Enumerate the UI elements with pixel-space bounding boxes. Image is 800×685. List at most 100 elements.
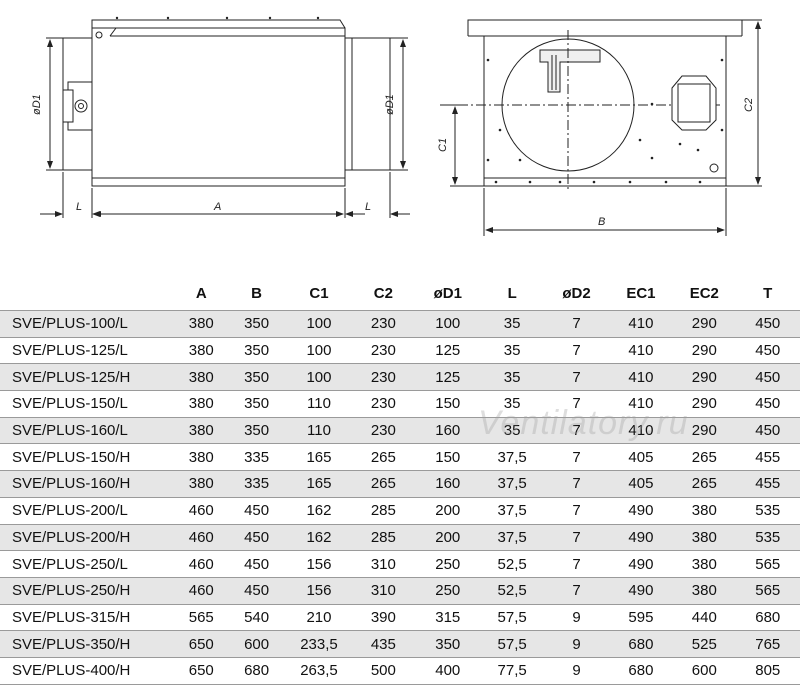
value-cell: 210 (287, 604, 351, 631)
header-d1: øD1 (416, 276, 480, 311)
value-cell: 460 (176, 551, 226, 578)
value-cell: 595 (609, 604, 673, 631)
value-cell: 150 (416, 391, 480, 418)
value-cell: 380 (176, 311, 226, 338)
value-cell: 460 (176, 577, 226, 604)
value-cell: 125 (416, 364, 480, 391)
value-cell: 37,5 (480, 444, 544, 471)
model-cell: SVE/PLUS-125/L (0, 337, 176, 364)
value-cell: 285 (351, 524, 415, 551)
value-cell: 265 (351, 471, 415, 498)
value-cell: 350 (226, 311, 286, 338)
value-cell: 100 (287, 364, 351, 391)
side-view-body (92, 28, 345, 186)
header-ec1: EC1 (609, 276, 673, 311)
value-cell: 35 (480, 364, 544, 391)
dim-d1-left-label: øD1 (31, 94, 43, 115)
value-cell: 350 (226, 364, 286, 391)
value-cell: 7 (544, 311, 608, 338)
value-cell: 265 (351, 444, 415, 471)
value-cell: 265 (673, 471, 735, 498)
value-cell: 160 (416, 417, 480, 444)
value-cell: 350 (226, 391, 286, 418)
value-cell: 535 (736, 524, 800, 551)
value-cell: 380 (176, 417, 226, 444)
value-cell: 7 (544, 417, 608, 444)
value-cell: 460 (176, 497, 226, 524)
side-view-drawing (40, 17, 410, 218)
value-cell: 405 (609, 471, 673, 498)
value-cell: 52,5 (480, 577, 544, 604)
value-cell: 230 (351, 337, 415, 364)
dim-c2-label: C2 (743, 98, 755, 112)
value-cell: 37,5 (480, 471, 544, 498)
value-cell: 380 (176, 471, 226, 498)
value-cell: 540 (226, 604, 286, 631)
value-cell: 500 (351, 657, 415, 684)
technical-drawings: øD1 øD1 L A L (0, 0, 800, 260)
dim-c1-label: C1 (437, 138, 449, 152)
value-cell: 156 (287, 577, 351, 604)
value-cell: 765 (736, 631, 800, 658)
value-cell: 450 (736, 337, 800, 364)
header-a: A (176, 276, 226, 311)
value-cell: 150 (416, 444, 480, 471)
value-cell: 290 (673, 311, 735, 338)
value-cell: 600 (673, 657, 735, 684)
value-cell: 290 (673, 337, 735, 364)
value-cell: 233,5 (287, 631, 351, 658)
value-cell: 450 (736, 364, 800, 391)
value-cell: 460 (176, 524, 226, 551)
value-cell: 35 (480, 311, 544, 338)
value-cell: 7 (544, 444, 608, 471)
value-cell: 9 (544, 604, 608, 631)
value-cell: 405 (609, 444, 673, 471)
model-cell: SVE/PLUS-250/L (0, 551, 176, 578)
value-cell: 410 (609, 337, 673, 364)
value-cell: 380 (673, 497, 735, 524)
value-cell: 390 (351, 604, 415, 631)
header-t: T (736, 276, 800, 311)
header-b: B (226, 276, 286, 311)
value-cell: 565 (736, 551, 800, 578)
value-cell: 350 (226, 417, 286, 444)
value-cell: 440 (673, 604, 735, 631)
value-cell: 162 (287, 524, 351, 551)
value-cell: 380 (176, 391, 226, 418)
value-cell: 35 (480, 337, 544, 364)
dim-l-right-label: L (365, 201, 371, 213)
value-cell: 7 (544, 577, 608, 604)
value-cell: 450 (226, 497, 286, 524)
value-cell: 230 (351, 417, 415, 444)
value-cell: 7 (544, 551, 608, 578)
value-cell: 9 (544, 631, 608, 658)
value-cell: 9 (544, 657, 608, 684)
value-cell: 7 (544, 497, 608, 524)
value-cell: 450 (226, 577, 286, 604)
value-cell: 410 (609, 364, 673, 391)
value-cell: 805 (736, 657, 800, 684)
value-cell: 230 (351, 391, 415, 418)
value-cell: 450 (226, 524, 286, 551)
value-cell: 250 (416, 577, 480, 604)
value-cell: 350 (416, 631, 480, 658)
value-cell: 600 (226, 631, 286, 658)
model-cell: SVE/PLUS-315/H (0, 604, 176, 631)
value-cell: 263,5 (287, 657, 351, 684)
value-cell: 490 (609, 551, 673, 578)
value-cell: 230 (351, 311, 415, 338)
value-cell: 110 (287, 391, 351, 418)
header-c2: C2 (351, 276, 415, 311)
value-cell: 380 (673, 551, 735, 578)
value-cell: 435 (351, 631, 415, 658)
value-cell: 110 (287, 417, 351, 444)
model-cell: SVE/PLUS-200/L (0, 497, 176, 524)
